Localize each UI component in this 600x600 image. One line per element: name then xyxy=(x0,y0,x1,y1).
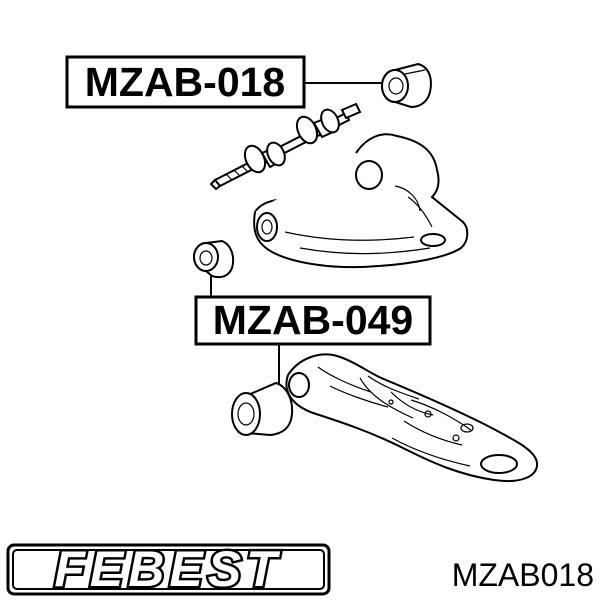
callout-label-top: MZAB-018 xyxy=(85,59,285,105)
callout-label-middle: MZAB-049 xyxy=(213,297,413,343)
callout-mzab-049: MZAB-049 xyxy=(194,295,432,389)
logo-text: FEBEST xyxy=(54,541,281,597)
callout-mzab-018: MZAB-018 xyxy=(65,55,383,109)
bushing-top xyxy=(381,62,432,109)
lower-control-arm xyxy=(285,353,539,482)
febest-logo: FEBEST xyxy=(6,539,331,600)
callout-box-middle xyxy=(194,295,432,346)
callout-box-top xyxy=(65,55,306,109)
shaft-assembly xyxy=(209,102,362,191)
upper-control-arm xyxy=(253,133,469,269)
part-number: MZAB018 xyxy=(452,557,594,593)
logo-inner-frame xyxy=(12,549,325,590)
bushing-lower xyxy=(231,381,294,437)
bushing-middle xyxy=(193,239,235,296)
